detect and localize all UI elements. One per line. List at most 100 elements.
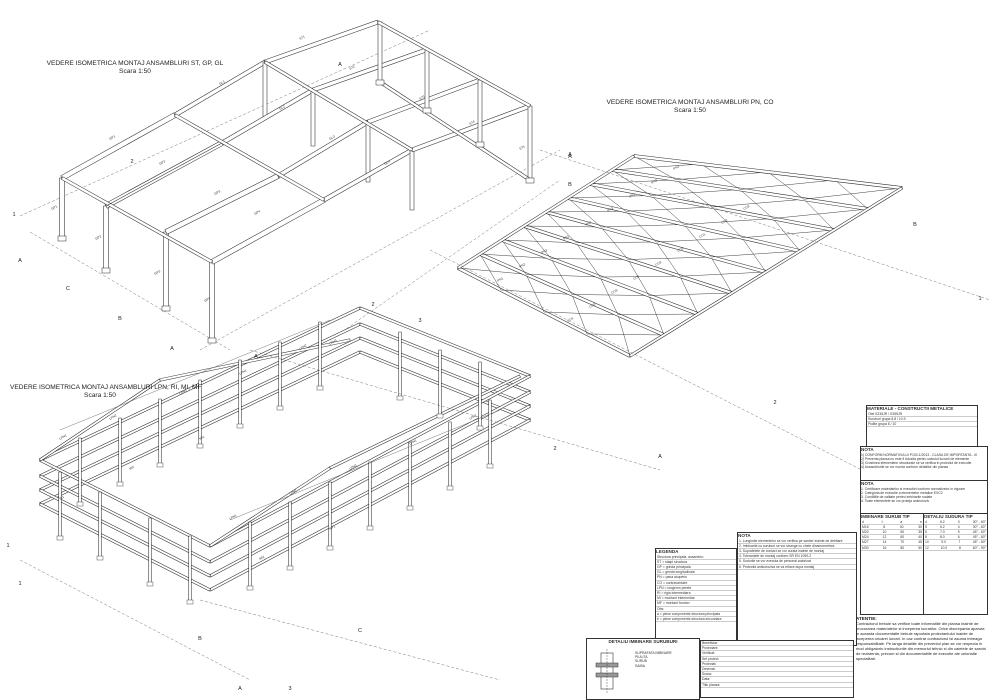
bracing-co	[457, 267, 527, 275]
base-plate	[116, 481, 124, 487]
note-1-line: 1) CONFORM NORMATIVULUI P100-1/2013 - CL…	[861, 452, 977, 457]
legend-title: LEGENDA	[656, 549, 679, 554]
note-3-line: 2. Imbinarile cu suruburi se vor strange…	[738, 544, 856, 549]
rail-lpn	[359, 322, 531, 394]
bracing-co	[675, 171, 769, 180]
grid-label: B	[118, 316, 122, 322]
member-tag: LPN1	[239, 368, 248, 376]
member-tag: CO2	[589, 302, 597, 309]
legend-line: RI = rigla intermediara	[656, 591, 736, 597]
member-tag: GL1	[219, 79, 226, 86]
column-st	[527, 105, 533, 181]
bracing-co	[600, 224, 685, 228]
member-tag: PN3	[673, 164, 681, 171]
title-pn-co-line1: VEDERE ISOMETRICA MONTAJ ANSAMBLURI PN, …	[606, 99, 774, 106]
mullion-mi	[368, 461, 372, 529]
grid-line	[29, 231, 231, 351]
grid-label: A	[170, 346, 174, 352]
table-cell: 80	[900, 545, 905, 550]
member-tag: PN1	[497, 276, 505, 283]
bracing-co	[741, 229, 835, 238]
member-tag: ST5	[519, 144, 526, 151]
bracing-co	[710, 250, 801, 258]
bracing-co	[711, 199, 805, 208]
table-cell: 35	[918, 529, 922, 534]
table-cell: M16	[862, 524, 869, 529]
note-3-lines: 1. Lungimile elementelor se vor verifica…	[738, 539, 856, 570]
member-tag: GP3	[214, 189, 222, 196]
table-header-cell: a	[900, 519, 903, 524]
rail-lpn	[38, 378, 162, 462]
member-tag: GL4	[384, 159, 391, 166]
note-box-1: NOTA 1) CONFORM NORMATIVULUI P100-1/2013…	[860, 446, 988, 481]
mullion-mi	[78, 437, 82, 505]
title-st-gp-gl-line1: VEDERE ISOMETRICA MONTAJ ANSAMBLURI ST, …	[46, 60, 224, 67]
grid-line	[199, 149, 561, 351]
table-cell: 6.2	[939, 519, 945, 524]
bracing-co	[479, 253, 552, 259]
bracing-co	[550, 258, 629, 260]
member-tag: PN3	[607, 206, 615, 213]
note-3-line: 1. Lungimile elementelor se vor verifica…	[738, 539, 856, 544]
note-3-line: 3. Suprafetele de contact se vor curata …	[738, 549, 856, 555]
legend-line: MF = montant fronton	[656, 601, 736, 607]
girder-gl	[376, 20, 532, 108]
table-cell: 6	[925, 529, 927, 534]
table-cell: 70	[900, 540, 905, 545]
bracing-co	[589, 179, 677, 185]
member-tag: GP1	[51, 204, 59, 211]
rail-lpn	[359, 306, 531, 378]
bracing-co	[617, 313, 699, 315]
member-tag: GP4	[254, 209, 262, 216]
eave-rail	[456, 154, 636, 270]
table-cell: 12	[925, 545, 929, 550]
member-tag: GP2	[95, 234, 103, 241]
bracing-co	[648, 295, 665, 336]
bracing-co	[567, 197, 602, 228]
bolt-detail-sketch	[595, 649, 619, 693]
mullion-mi	[488, 399, 492, 467]
table-cell: 45° - 60°	[972, 529, 986, 534]
base-plate	[366, 525, 374, 531]
member-tag: ST2	[349, 64, 356, 71]
title-block-line: Sef proiect:	[701, 657, 853, 662]
column-st	[310, 89, 316, 147]
member-tag: LPN1	[59, 433, 68, 441]
grid-label: 3	[288, 686, 291, 692]
grid-line	[539, 149, 991, 301]
grid-label: A	[18, 258, 22, 264]
title-lpn-ri-mi-mf: VEDERE ISOMETRICA MONTAJ ANSAMBLURI LPN,…	[10, 384, 202, 400]
bracing-co	[599, 276, 681, 278]
legend-line: MI = montant intermediar	[656, 596, 736, 602]
bracing-co	[679, 271, 767, 277]
bracing-co	[545, 211, 627, 213]
rafter-gp	[220, 87, 315, 146]
grid-line	[19, 29, 431, 217]
table-cell: 4	[957, 524, 960, 529]
rafter-gp	[164, 173, 280, 235]
bracing-co	[625, 211, 657, 243]
table-cell: 8	[959, 545, 961, 550]
member-tag: LPN3	[179, 388, 188, 396]
column-st	[409, 149, 415, 211]
table-cell: 9.0	[941, 540, 946, 545]
rail-lpn	[359, 350, 531, 422]
bolt-detail-labels: SUPRAFATA IMBINARE PIULITA SURUB SAIBA	[635, 651, 672, 668]
bracing-co	[586, 333, 665, 336]
grid-label: B	[913, 222, 917, 228]
table-cell: 50	[918, 545, 922, 550]
purlin-pn	[633, 154, 903, 190]
note-2-line: 1. Certificare materialelor si executiei…	[861, 486, 966, 491]
rafter-gp	[60, 112, 177, 181]
grid-label: B	[568, 182, 572, 188]
bracing-co	[525, 274, 545, 313]
bracing-co	[567, 195, 652, 199]
bracing-co	[543, 311, 619, 315]
note-2-title: NOTA	[861, 481, 874, 486]
table-cell: 8.0	[939, 535, 945, 540]
table-header-cell: e	[920, 519, 922, 524]
bolt-detail-label: SUPRAFATA IMBINARE	[635, 651, 672, 655]
